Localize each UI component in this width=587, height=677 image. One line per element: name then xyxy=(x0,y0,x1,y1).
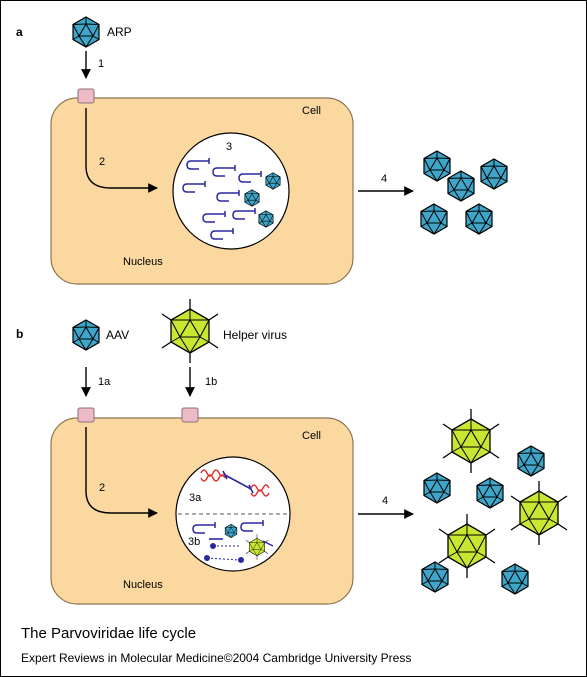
arp-label: ARP xyxy=(107,25,132,39)
cell-b-label: Cell xyxy=(302,430,321,442)
figure-caption-credit: Expert Reviews in Molecular Medicine©200… xyxy=(21,651,412,665)
receptor-icon xyxy=(77,88,95,104)
helper-virus-icon xyxy=(161,298,219,364)
step-4-label: 4 xyxy=(381,173,387,185)
step-3b-label: 3b xyxy=(188,536,200,548)
replication-with-helper xyxy=(192,519,274,563)
aav-virus-icon xyxy=(72,319,100,351)
progeny-virions-a xyxy=(420,150,508,235)
step-1-label: 1 xyxy=(98,58,104,70)
panel-a: a ARP 1 Cell 2 3 Nucleus 4 xyxy=(16,16,508,285)
step-3a-label: 3a xyxy=(189,492,202,504)
figure-caption-title: The Parvoviridae life cycle xyxy=(21,625,197,642)
step-1a-label: 1a xyxy=(98,376,111,388)
progeny-virions-b xyxy=(421,408,568,595)
arrow-step-2b xyxy=(85,427,158,518)
panel-b-label: b xyxy=(16,327,23,341)
panel-b: b AAV Helper virus 1a 1b Cell 2 3a xyxy=(16,298,568,605)
step-2-label: 2 xyxy=(99,156,105,168)
step-3-label: 3 xyxy=(226,141,232,153)
step-1b-label: 1b xyxy=(205,376,217,388)
arrow-step-2 xyxy=(85,108,158,193)
receptor-icon xyxy=(77,407,95,423)
aav-label: AAV xyxy=(106,328,129,342)
step-2b-label: 2 xyxy=(99,482,105,494)
nucleus-a-label: Nucleus xyxy=(123,256,163,268)
nucleus-b-label: Nucleus xyxy=(123,579,163,591)
helper-virus-label: Helper virus xyxy=(223,328,287,342)
integrated-dna xyxy=(200,469,270,497)
step-4b-label: 4 xyxy=(382,495,388,507)
receptor-icon xyxy=(181,407,199,423)
cell-a-label: Cell xyxy=(302,105,321,117)
panel-a-label: a xyxy=(16,25,23,39)
arp-virus-icon xyxy=(72,16,100,48)
